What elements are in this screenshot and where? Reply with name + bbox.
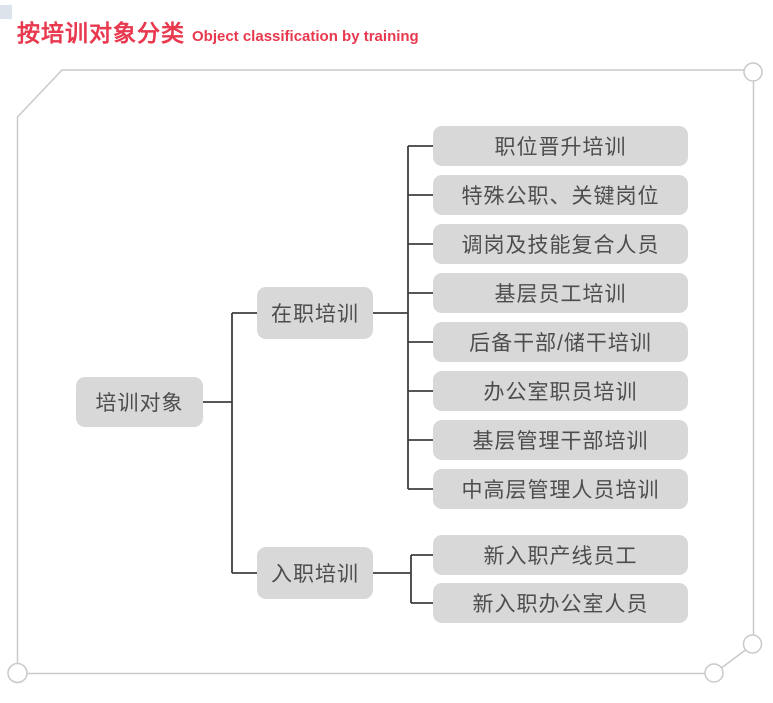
leaf-grassroots-staff: 基层员工培训 <box>433 273 688 313</box>
leaf-new-line-workers: 新入职产线员工 <box>433 535 688 575</box>
leaf-grassroots-managers: 基层管理干部培训 <box>433 420 688 460</box>
leaf-senior-managers: 中高层管理人员培训 <box>433 469 688 509</box>
page-title: 按培训对象分类 Object classification by trainin… <box>17 14 419 48</box>
leaf-promotion-training: 职位晋升培训 <box>433 126 688 166</box>
leaf-special-key-posts: 特殊公职、关键岗位 <box>433 175 688 215</box>
top-left-artifact <box>0 5 12 19</box>
leaf-reserve-cadre: 后备干部/储干培训 <box>433 322 688 362</box>
border-frame <box>7 62 763 684</box>
leaf-transfer-multiskill: 调岗及技能复合人员 <box>433 224 688 264</box>
page-title-zh: 按培训对象分类 <box>17 20 185 46</box>
corner-circle-right-lower <box>704 663 724 683</box>
leaf-office-staff: 办公室职员培训 <box>433 371 688 411</box>
node-onboarding-training: 入职培训 <box>257 547 373 599</box>
page-title-en: Object classification by training <box>192 28 419 45</box>
corner-circle-bottom-left <box>7 662 28 684</box>
node-on-job-training: 在职培训 <box>257 287 373 339</box>
node-training-object: 培训对象 <box>76 377 203 427</box>
leaf-new-office-staff: 新入职办公室人员 <box>433 583 688 623</box>
corner-circle-right-upper <box>742 634 763 654</box>
corner-circle-top-right <box>743 62 763 82</box>
connector-lines <box>203 145 433 604</box>
